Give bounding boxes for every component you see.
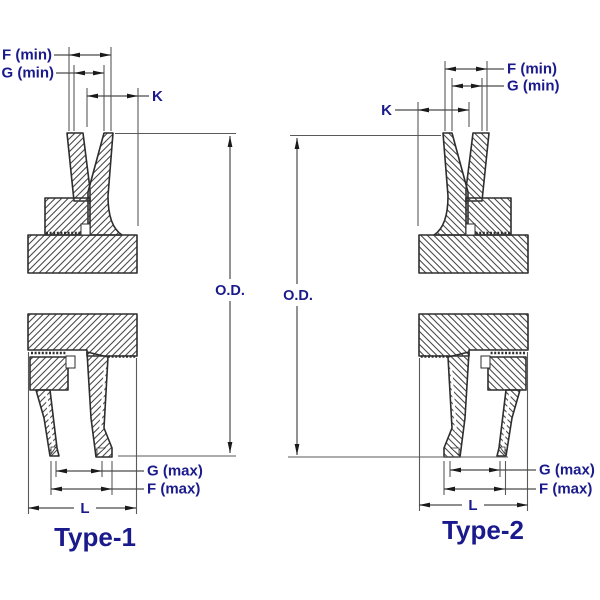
type2-od-label: O.D. bbox=[283, 288, 313, 304]
type1-g-min-label: G (min) bbox=[2, 65, 55, 82]
type2-g-max-label: G (max) bbox=[539, 462, 595, 479]
bottom-right-flange bbox=[86, 351, 113, 458]
left-prong-tip-notch bbox=[50, 446, 57, 456]
type2-k-label: K bbox=[381, 102, 392, 119]
lower-hub-band bbox=[27, 313, 138, 357]
type1-title: Type-1 bbox=[54, 522, 136, 552]
upper-hub-band bbox=[27, 234, 138, 274]
type2-title: Type-2 bbox=[442, 515, 524, 545]
type1-k-label: K bbox=[152, 88, 163, 105]
keyway-notch-top bbox=[80, 223, 91, 236]
type2-dimensions: F (min) G (min) K O.D. G (max) F (max) L bbox=[283, 61, 595, 515]
type1-f-max-label: F (max) bbox=[147, 481, 200, 498]
type1-od-label: O.D. bbox=[215, 283, 245, 299]
type2-l-label: L bbox=[468, 497, 477, 514]
type1-l-label: L bbox=[80, 500, 89, 517]
bottom-bushing-flange bbox=[29, 356, 69, 391]
top-right-flange bbox=[87, 132, 123, 236]
prong-lip-line-left bbox=[45, 392, 54, 448]
type2-f-min-label: F (min) bbox=[507, 61, 557, 78]
type1-f-min-label: F (min) bbox=[2, 47, 52, 64]
keyway-notch-bottom bbox=[65, 355, 76, 369]
type2-sheave-cross-section bbox=[417, 131, 530, 459]
type1-sheave-cross-section bbox=[27, 132, 138, 458]
type1-dimensions: F (min) G (min) K O.D. G (max) F (max) L bbox=[2, 47, 245, 518]
right-prong-tip-notch bbox=[96, 447, 107, 456]
prong-lip-line-right bbox=[99, 365, 106, 433]
type2-g-min-label: G (min) bbox=[507, 78, 560, 95]
type1-g-max-label: G (max) bbox=[147, 463, 203, 480]
top-left-flange bbox=[66, 132, 91, 202]
type2-f-max-label: F (max) bbox=[539, 481, 592, 498]
bottom-left-flange bbox=[35, 389, 60, 457]
